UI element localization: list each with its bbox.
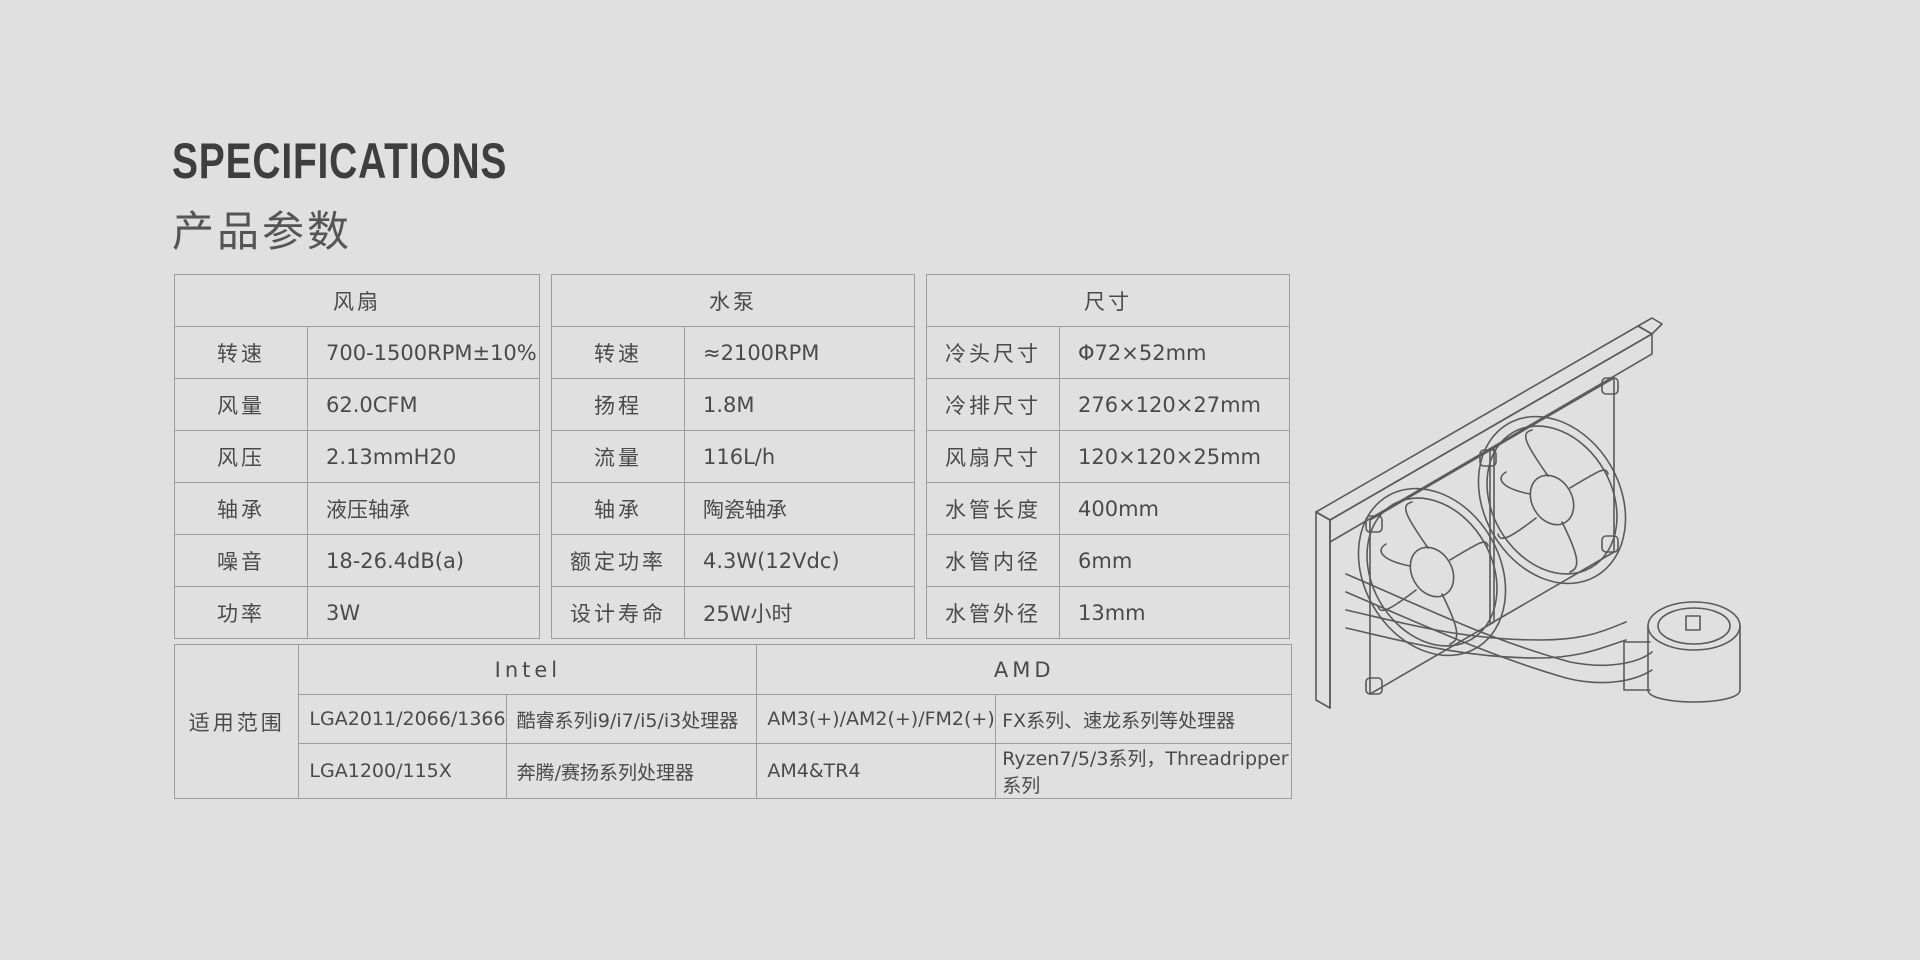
spec-label: 轴承 <box>551 482 685 535</box>
spec-value: 276×120×27mm <box>1059 378 1290 431</box>
spec-value: 4.3W(12Vdc) <box>684 534 915 587</box>
spec-value: 116L/h <box>684 430 915 483</box>
spec-label: 冷排尺寸 <box>926 378 1060 431</box>
spec-label: 风量 <box>174 378 308 431</box>
spec-label: 轴承 <box>174 482 308 535</box>
spec-value: 700-1500RPM±10% <box>307 326 540 379</box>
spec-label: 噪音 <box>174 534 308 587</box>
page-title-en: SPECIFICATIONS <box>172 133 508 189</box>
spec-label: 转速 <box>174 326 308 379</box>
spec-label: 额定功率 <box>551 534 685 587</box>
spec-value: 液压轴承 <box>307 482 540 535</box>
compat-scope-label: 适用范围 <box>173 644 300 799</box>
intel-socket: LGA1200/115X <box>298 743 507 799</box>
spec-label: 转速 <box>551 326 685 379</box>
amd-socket: AM3(+)/AM2(+)/FM2(+) <box>756 694 997 744</box>
spec-label: 流量 <box>551 430 685 483</box>
fan-table-header: 风扇 <box>174 274 540 327</box>
spec-value: 6mm <box>1059 534 1290 587</box>
spec-label: 设计寿命 <box>551 586 685 639</box>
spec-label: 水管外径 <box>926 586 1060 639</box>
spec-label: 风压 <box>174 430 308 483</box>
spec-value: 1.8M <box>684 378 915 431</box>
pump-table-header: 水泵 <box>551 274 915 327</box>
spec-value: 13mm <box>1059 586 1290 639</box>
aio-liquid-cooler-icon <box>1315 317 1741 709</box>
spec-label: 功率 <box>174 586 308 639</box>
intel-cpus: 酷睿系列i9/i7/i5/i3处理器 <box>505 694 758 744</box>
spec-value: 陶瓷轴承 <box>684 482 915 535</box>
size-table-header: 尺寸 <box>926 274 1290 327</box>
compatibility-table: 适用范围 Intel AMD LGA2011/2066/1366 酷睿系列i9/… <box>173 644 1292 799</box>
spec-value: 2.13mmH20 <box>307 430 540 483</box>
spec-value: 25W小时 <box>684 586 915 639</box>
spec-label: 扬程 <box>551 378 685 431</box>
spec-value: 400mm <box>1059 482 1290 535</box>
spec-label: 水管内径 <box>926 534 1060 587</box>
intel-header: Intel <box>298 644 758 695</box>
spec-value: 120×120×25mm <box>1059 430 1290 483</box>
spec-label: 水管长度 <box>926 482 1060 535</box>
page-title-cn: 产品参数 <box>172 207 353 256</box>
amd-cpus: Ryzen7/5/3系列，Threadripper系列 <box>995 743 1292 799</box>
intel-socket: LGA2011/2066/1366 <box>298 694 507 744</box>
spec-value: 18-26.4dB(a) <box>307 534 540 587</box>
spec-value: 3W <box>307 586 540 639</box>
spec-label: 风扇尺寸 <box>926 430 1060 483</box>
spec-label: 冷头尺寸 <box>926 326 1060 379</box>
amd-socket: AM4&TR4 <box>756 743 997 799</box>
amd-header: AMD <box>756 644 1292 695</box>
spec-value: 62.0CFM <box>307 378 540 431</box>
intel-cpus: 奔腾/赛扬系列处理器 <box>505 743 758 799</box>
spec-value: ≈2100RPM <box>684 326 915 379</box>
amd-cpus: FX系列、速龙系列等处理器 <box>995 694 1292 744</box>
spec-value: Φ72×52mm <box>1059 326 1290 379</box>
